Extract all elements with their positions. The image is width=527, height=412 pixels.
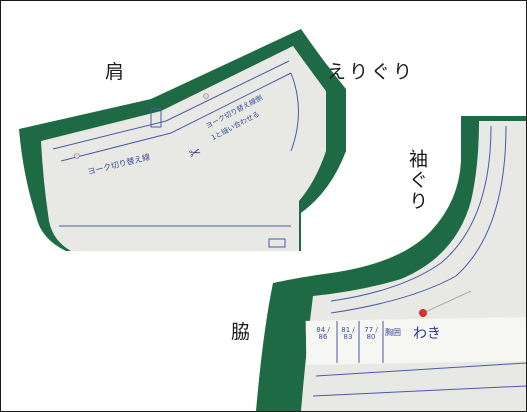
body-piece — [256, 116, 526, 411]
size-label-band — [305, 317, 526, 365]
yoke-mark — [150, 108, 162, 128]
scissors-icon: ✂ — [187, 144, 203, 163]
pattern-text-size-a: 84 / 86 — [316, 326, 330, 341]
yoke-mark — [268, 238, 286, 248]
label-armhole: 袖ぐり — [406, 149, 428, 212]
pin-head — [203, 93, 209, 99]
pattern-text-mune: 胸囲 — [385, 328, 401, 337]
body-line — [330, 125, 507, 314]
yoke-line — [290, 72, 299, 152]
yoke-line — [60, 72, 292, 162]
pattern-text-size-c: 77 / 80 — [364, 326, 378, 341]
yoke-paper — [41, 46, 326, 251]
body-line — [315, 362, 526, 377]
body-line — [330, 125, 492, 302]
yoke-piece: ✂ — [19, 29, 346, 251]
label-neckline: えりぐり — [327, 61, 416, 83]
pattern-text-waki: わき — [413, 326, 441, 342]
body-line — [312, 385, 526, 397]
label-side: 脇 — [231, 321, 251, 343]
pattern-text-size-b: 81 / 83 — [341, 326, 355, 341]
pin-head — [74, 153, 80, 159]
yoke-line — [52, 60, 290, 150]
label-shoulder: 肩 — [105, 61, 125, 83]
pin-head — [419, 309, 427, 317]
pin-shaft — [422, 290, 472, 314]
